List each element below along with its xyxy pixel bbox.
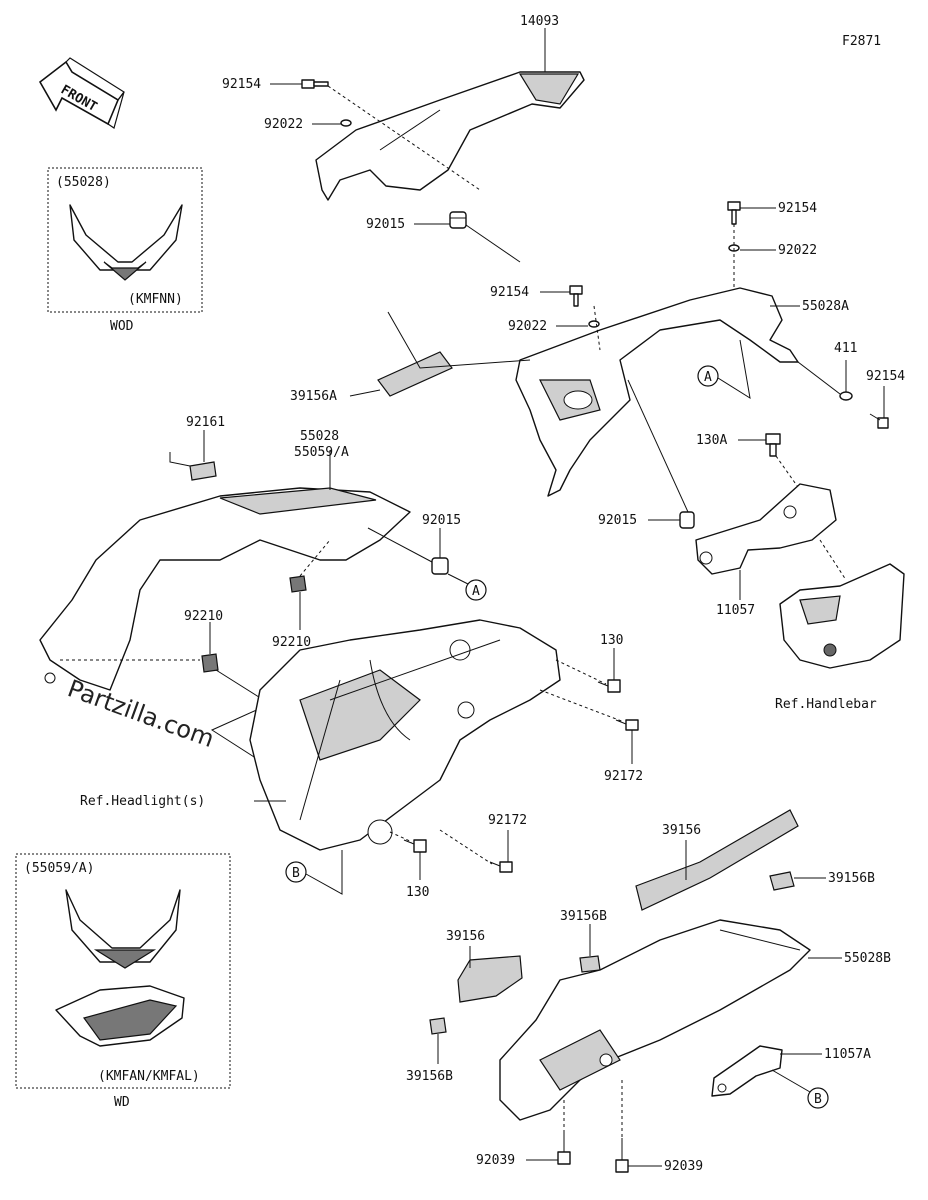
marker-b-right-label: B (814, 1092, 822, 1107)
washer-411-icon (839, 391, 853, 401)
screw-92154-top-icon (301, 79, 329, 89)
part-92154-mid: 92154 (490, 285, 529, 300)
bolt-92172-lower-icon (489, 861, 513, 873)
marker-a-lower (465, 579, 487, 601)
inset-bottom-side-icon (55, 985, 185, 1047)
marker-b-right (807, 1087, 829, 1109)
tape-92161-icon (189, 461, 217, 481)
headlight-bracket-assembly (249, 619, 561, 851)
part-130-upper: 130 (600, 633, 623, 648)
washer-92022-top-icon (340, 119, 352, 127)
upper-cowl-14093 (315, 71, 585, 201)
part-92210-left: 92210 (184, 609, 223, 624)
part-55059A: 55059/A (294, 445, 349, 460)
part-39156-right: 39156 (662, 823, 701, 838)
inset-bottom-model: (KMFAN/KMFAL) (98, 1069, 200, 1084)
inset-top-group: (55028) (56, 175, 111, 190)
marker-a-upper-label: A (704, 370, 712, 385)
inset-top-box (47, 167, 203, 313)
bolt-130-lower-icon (403, 839, 427, 853)
inset-bottom-box (15, 853, 231, 1089)
part-39156A: 39156A (290, 389, 337, 404)
grommet-92015-right-icon (679, 511, 695, 529)
part-92039-left: 92039 (476, 1153, 515, 1168)
pad-39156-left-icon (457, 955, 523, 1003)
bracket-11057A (711, 1045, 783, 1097)
lower-panel-55028B (499, 919, 811, 1121)
part-411: 411 (834, 341, 857, 356)
ref-handlebar: Ref.Handlebar (775, 697, 877, 712)
bolt-92172-upper-icon (615, 719, 639, 731)
part-92172-lower: 92172 (488, 813, 527, 828)
pad-39156B-right-icon (769, 871, 795, 891)
marker-a-upper (697, 365, 719, 387)
bolt-92039-right-icon (615, 1138, 629, 1173)
part-39156-left: 39156 (446, 929, 485, 944)
inset-top-caption: WOD (110, 319, 134, 334)
part-92022-mid: 92022 (508, 319, 547, 334)
part-11057: 11057 (716, 603, 755, 618)
part-92172-upper: 92172 (604, 769, 643, 784)
inset-top-cowl-icon (69, 204, 183, 281)
pad-39156B-left-icon (429, 1017, 447, 1035)
washer-92022-mid-icon (588, 320, 600, 328)
part-92022-top: 92022 (264, 117, 303, 132)
part-11057A: 11057A (824, 1047, 871, 1062)
part-92015-top: 92015 (366, 217, 405, 232)
inset-bottom-caption: WD (114, 1095, 130, 1110)
pad-39156A-icon (377, 351, 453, 397)
part-92022-r1: 92022 (778, 243, 817, 258)
pad-39156-right-icon (635, 809, 799, 911)
part-92161: 92161 (186, 415, 225, 430)
part-92154-top: 92154 (222, 77, 261, 92)
part-92015-right: 92015 (598, 513, 637, 528)
part-55028B: 55028B (844, 951, 891, 966)
bolt-130A-icon (765, 433, 781, 457)
grommet-92015-top-icon (449, 211, 467, 229)
part-130-lower: 130 (406, 885, 429, 900)
pad-39156B-mid-icon (579, 955, 601, 973)
grommet-92015-mid-icon (431, 557, 449, 575)
marker-a-lower-label: A (472, 584, 480, 599)
rivet-icon (44, 672, 56, 684)
marker-b-left (285, 861, 307, 883)
part-92210-mid: 92210 (272, 635, 311, 650)
inset-bottom-cowl-icon (65, 889, 181, 969)
part-14093: 14093 (520, 14, 559, 29)
part-39156B-right: 39156B (828, 871, 875, 886)
watermark: Partzilla.com (64, 674, 218, 753)
part-92039-right: 92039 (664, 1159, 703, 1174)
inset-bottom-group: (55059/A) (24, 861, 94, 876)
inner-panel-55028A (515, 287, 799, 497)
part-39156B-mid: 39156B (560, 909, 607, 924)
bolt-92039-left-icon (557, 1130, 571, 1165)
inset-top-model: (KMFNN) (128, 292, 183, 307)
clip-92210-mid-icon (289, 575, 307, 593)
part-130A: 130A (696, 433, 727, 448)
part-92154-r1: 92154 (778, 201, 817, 216)
ref-headlight: Ref.Headlight(s) (80, 794, 205, 809)
clip-92210-left-icon (201, 653, 219, 673)
screw-92154-r2-icon (869, 413, 889, 429)
screw-92154-r1-icon (727, 201, 741, 225)
handlebar-clamp (779, 563, 905, 669)
part-92154-r2: 92154 (866, 369, 905, 384)
part-92015-mid: 92015 (422, 513, 461, 528)
part-55028: 55028 (300, 429, 339, 444)
front-arrow-icon (38, 57, 125, 129)
marker-b-left-label: B (292, 866, 300, 881)
part-55028A: 55028A (802, 299, 849, 314)
bracket-11057 (695, 483, 837, 575)
screw-92154-mid-icon (569, 285, 583, 307)
part-39156B-left: 39156B (406, 1069, 453, 1084)
side-cowl-55028 (39, 487, 411, 691)
figure-code: F2871 (842, 34, 881, 49)
